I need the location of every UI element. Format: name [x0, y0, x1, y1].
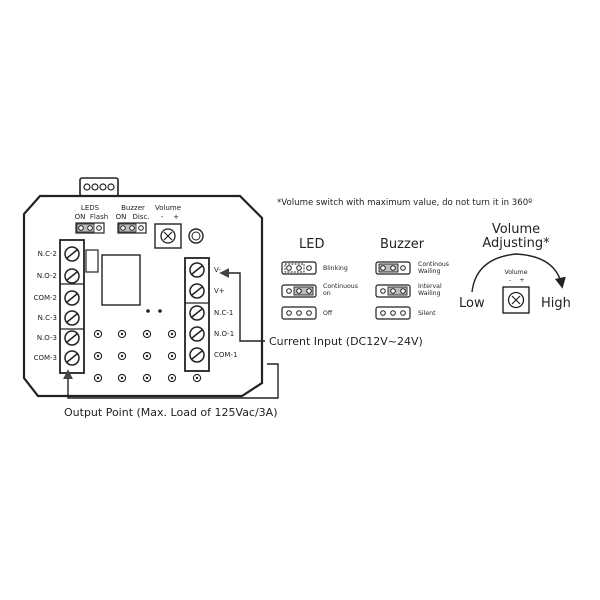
solder-pad-centers: [96, 332, 199, 380]
volume-adjust-plus: +: [519, 277, 524, 284]
volume-adjust-title-line1: Volume: [492, 222, 540, 237]
buzzer-legend-title: Buzzer: [380, 237, 425, 252]
led-legend-title: LED: [299, 237, 324, 252]
right-terminal-labels: V- V+ N.C-1 N.O-1 COM-1: [214, 266, 237, 359]
terminal-label-com2: COM-2: [34, 294, 57, 302]
terminal-label-vplus: V+: [214, 287, 225, 295]
terminal-label-no1: N.O-1: [214, 330, 234, 338]
terminal-label-com3: COM-3: [34, 354, 57, 362]
volume-minus-label: -: [161, 213, 164, 221]
buzzer-disc-label: Disc.: [132, 213, 149, 221]
relay-component: [101, 254, 141, 306]
volume-low-label: Low: [459, 296, 485, 311]
buzzer-mode-interval-icon: [375, 284, 411, 298]
volume-adjust-knob-label: Volume: [504, 269, 527, 276]
volume-knob-icon: [502, 286, 530, 314]
led-mode-continuous-icon: [281, 284, 317, 298]
solder-pads: [93, 329, 202, 383]
volume-adjust-arc-arrow: [471, 253, 566, 293]
output-point-label: Output Point (Max. Load of 125Vac/3A): [64, 406, 278, 419]
terminal-label-no2: N.O-2: [37, 272, 57, 280]
volume-label: Volume: [155, 204, 181, 212]
volume-note: *Volume switch with maximum value, do no…: [277, 198, 532, 208]
buzzer-component-icon: [188, 228, 204, 244]
terminal-label-nc1: N.C-1: [214, 309, 233, 317]
current-input-label: Current Input (DC12V~24V): [269, 335, 423, 348]
leds-label: LEDS: [81, 204, 100, 212]
buzzer-mode-silent-icon: [375, 306, 411, 320]
led-mode-blinking-label: Blinking: [323, 265, 348, 272]
terminal-label-com1: COM-1: [214, 351, 237, 359]
led-mode-off-label: Off: [323, 310, 333, 317]
buzzer-label: Buzzer: [121, 204, 145, 212]
board-dots: [146, 309, 162, 313]
current-input-arrow: [219, 268, 265, 342]
led-mode-blinking-icon: [281, 261, 317, 275]
led-jumper[interactable]: [75, 222, 105, 234]
right-terminal-screws: [189, 262, 205, 363]
buzzer-on-label: ON: [116, 213, 127, 221]
led-mode-off-icon: [281, 306, 317, 320]
left-terminal-screws: [64, 246, 80, 366]
top-connector-pins: [83, 183, 115, 191]
buzzer-jumper[interactable]: [117, 222, 147, 234]
buzzer-mode-continuous-icon: [375, 261, 411, 275]
left-terminal-labels: N.C-2 N.O-2 COM-2 N.C-3 N.O-3 COM-3: [34, 250, 57, 362]
buzzer-mode-silent-label: Silent: [418, 310, 436, 317]
leds-on-label: ON: [75, 213, 86, 221]
circuit-board: LEDS ON Flash Buzzer ON Disc. Volume - +: [22, 177, 264, 398]
volume-adjust-minus: -: [509, 277, 511, 284]
terminal-label-vminus: V-: [214, 266, 221, 274]
volume-high-label: High: [541, 296, 571, 311]
volume-adjust-title-line2: Adjusting*: [482, 236, 550, 251]
terminal-label-no3: N.O-3: [37, 334, 57, 342]
volume-plus-label: +: [173, 213, 179, 221]
output-point-arrow: [63, 363, 279, 399]
relay-side-component: [85, 249, 99, 273]
terminal-label-nc2: N.C-2: [38, 250, 57, 258]
leds-flash-label: Flash: [90, 213, 108, 221]
terminal-label-nc3: N.C-3: [38, 314, 57, 322]
volume-potentiometer-icon[interactable]: [154, 223, 182, 249]
